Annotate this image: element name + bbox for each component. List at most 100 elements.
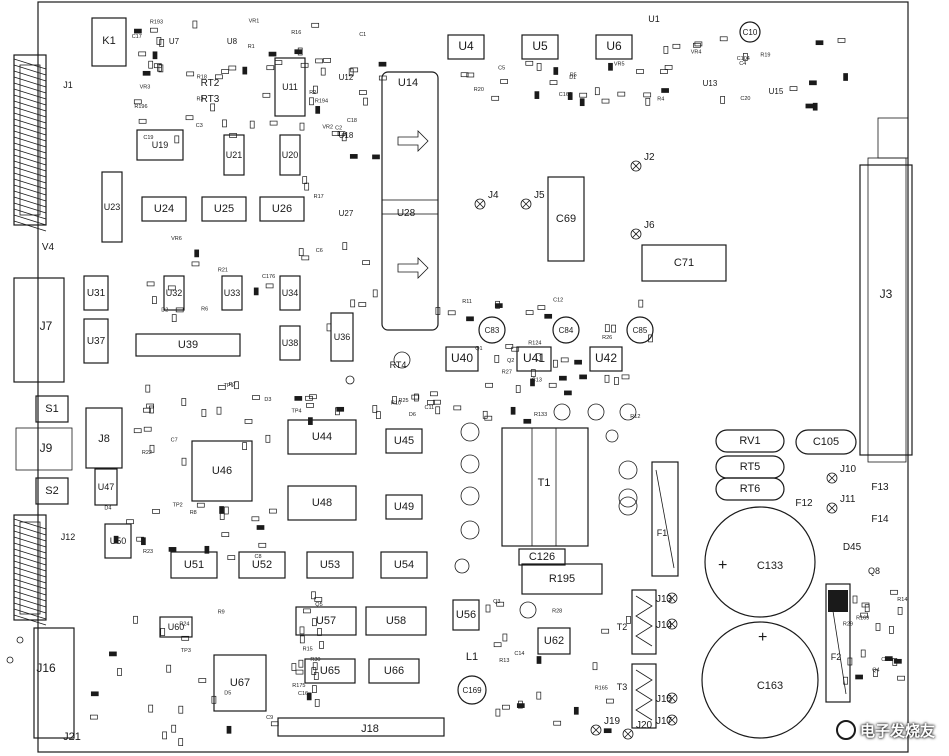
ic-body-u47 bbox=[94, 468, 118, 506]
smd-pad bbox=[178, 705, 184, 714]
ref-designator: R133 bbox=[534, 412, 547, 418]
smd-pad bbox=[311, 591, 316, 600]
smd-pad bbox=[548, 382, 557, 388]
transformer-t3 bbox=[631, 663, 657, 729]
smd-pad bbox=[890, 589, 898, 595]
ref-designator: C6 bbox=[316, 248, 323, 254]
connector-label-j18: J18 bbox=[361, 723, 379, 735]
ref-designator: TP1 bbox=[224, 383, 234, 389]
smd-pad bbox=[192, 20, 198, 29]
ref-designator: C12 bbox=[553, 297, 563, 303]
smd-pad bbox=[435, 307, 441, 315]
smd-pad bbox=[843, 676, 848, 685]
smd-pad bbox=[201, 409, 207, 417]
smd-pad bbox=[889, 626, 894, 634]
smd-pad bbox=[510, 406, 516, 415]
ic-label-j3: J3 bbox=[880, 287, 893, 301]
smd-pad bbox=[226, 725, 232, 734]
smd-pad bbox=[312, 618, 317, 627]
smd-pad bbox=[244, 419, 253, 424]
connector-label-t2: T2 bbox=[617, 622, 628, 632]
ic-body-u49 bbox=[385, 494, 423, 520]
connector-j18 bbox=[277, 717, 445, 737]
ref-designator: C16 bbox=[298, 691, 308, 697]
ref-designator: R28 bbox=[552, 609, 562, 615]
smd-pad bbox=[860, 649, 866, 658]
ic-label-u49: U49 bbox=[394, 501, 414, 513]
ref-designator: R7 bbox=[229, 382, 236, 388]
smd-pad bbox=[525, 60, 534, 66]
smd-pad bbox=[302, 176, 308, 184]
smd-pad bbox=[573, 706, 579, 715]
test-point-label-j14: J14 bbox=[656, 620, 673, 631]
ic-label-u4: U4 bbox=[458, 39, 474, 53]
smd-pad bbox=[491, 95, 500, 101]
smd-pad bbox=[178, 738, 184, 746]
ref-designator: VR6 bbox=[171, 236, 182, 242]
smd-pad bbox=[142, 70, 151, 76]
smd-pad bbox=[320, 67, 326, 76]
smd-pad bbox=[549, 80, 558, 85]
smd-pad bbox=[313, 672, 319, 680]
smd-pad bbox=[234, 381, 239, 390]
smd-pad bbox=[157, 63, 162, 72]
ic-body-u62 bbox=[537, 627, 571, 655]
ref-designator: R16 bbox=[291, 30, 301, 36]
smd-pad bbox=[482, 410, 488, 419]
smd-pad bbox=[530, 378, 535, 387]
smd-pad bbox=[574, 359, 582, 365]
smd-pad bbox=[579, 98, 585, 107]
smd-pad bbox=[663, 46, 669, 54]
ref-designator: C18 bbox=[347, 118, 357, 124]
smd-pad bbox=[309, 394, 317, 400]
smd-pad bbox=[433, 399, 441, 405]
smd-pad bbox=[306, 403, 314, 408]
smd-pad bbox=[559, 375, 567, 381]
fuse-f1 bbox=[651, 461, 679, 577]
smd-pad bbox=[126, 519, 134, 525]
ic-label-u26: U26 bbox=[272, 203, 292, 215]
radial-part bbox=[460, 486, 480, 506]
radial-part bbox=[460, 454, 480, 474]
ic-body-u46 bbox=[191, 440, 253, 502]
ic-label-u51: U51 bbox=[184, 559, 204, 571]
ic-label-c126: C126 bbox=[529, 551, 555, 563]
ref-designator: VR3 bbox=[140, 85, 151, 91]
smd-pad bbox=[152, 509, 160, 514]
test-point-j5 bbox=[520, 198, 532, 210]
smd-pad bbox=[167, 285, 176, 291]
connector-j3 bbox=[859, 117, 913, 463]
ic-body-u37 bbox=[83, 318, 109, 364]
capacitor-c85 bbox=[626, 316, 654, 344]
ic-body-u51 bbox=[170, 551, 218, 579]
ic-body-u45 bbox=[385, 428, 423, 454]
smd-pad bbox=[149, 405, 154, 414]
smd-pad bbox=[494, 303, 503, 308]
ic-label-u45: U45 bbox=[394, 435, 414, 447]
smd-pad bbox=[523, 418, 532, 424]
ref-designator: R21 bbox=[218, 268, 228, 274]
ref-designator: R165 bbox=[595, 686, 608, 692]
smd-pad bbox=[660, 69, 668, 74]
smd-pad bbox=[217, 385, 226, 390]
smd-pad bbox=[210, 103, 215, 112]
ic-label-u6: U6 bbox=[606, 39, 622, 53]
smd-pad bbox=[299, 626, 305, 635]
ref-designator: Q1 bbox=[475, 346, 482, 352]
ic-label-r195: R195 bbox=[549, 573, 575, 585]
smd-pad bbox=[693, 42, 701, 48]
ref-designator: D5 bbox=[224, 691, 231, 697]
smd-pad bbox=[500, 79, 508, 84]
ic-label-u27: U27 bbox=[339, 209, 354, 218]
ic-label-u5: U5 bbox=[532, 39, 548, 53]
smd-pad bbox=[427, 400, 435, 405]
smd-pad bbox=[592, 662, 598, 671]
smd-pad bbox=[113, 535, 119, 544]
ic-body-u25 bbox=[201, 196, 247, 222]
smd-pad bbox=[186, 71, 195, 77]
smd-pad bbox=[621, 374, 630, 380]
smd-pad bbox=[411, 394, 420, 400]
ic-label-u13: U13 bbox=[703, 79, 718, 88]
ref-designator: R8 bbox=[190, 510, 197, 516]
smd-pad bbox=[536, 656, 542, 664]
